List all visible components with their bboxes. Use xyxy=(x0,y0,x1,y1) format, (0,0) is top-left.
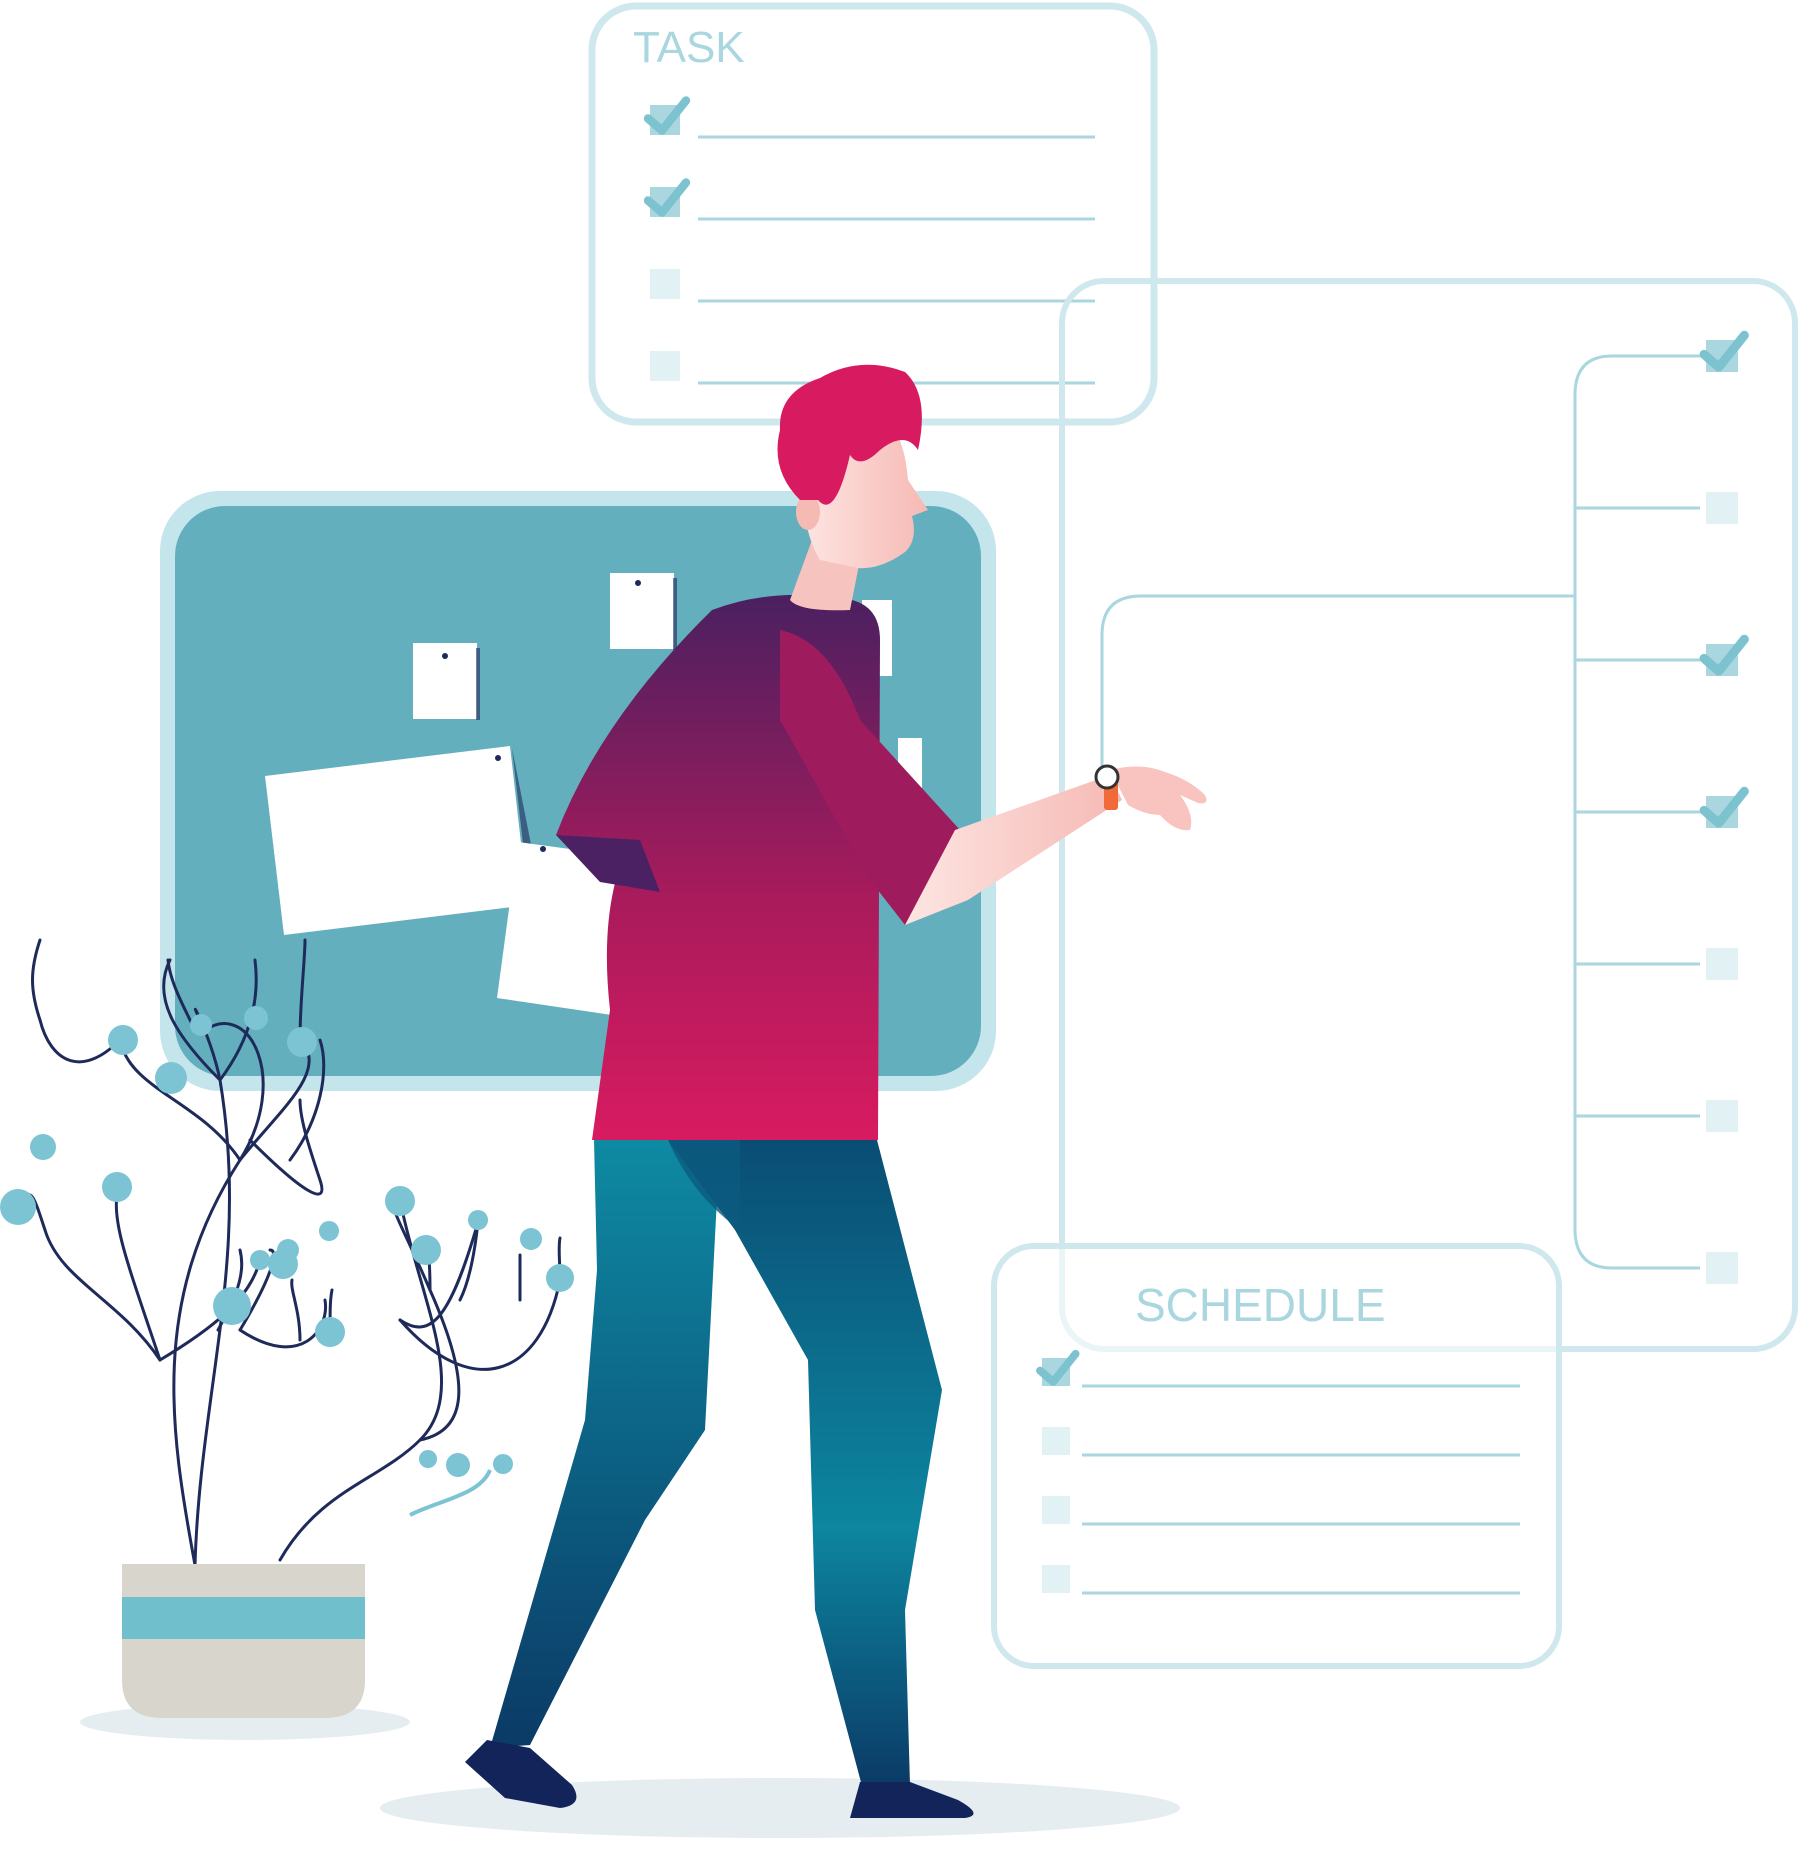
checked-box-icon xyxy=(1036,1349,1080,1386)
empty-checkbox-icon xyxy=(650,351,680,381)
person-walking xyxy=(465,364,1207,1818)
schedule-card-title: SCHEDULE xyxy=(1135,1279,1386,1331)
empty-checkbox-icon xyxy=(1706,1252,1738,1284)
empty-checkbox-icon xyxy=(650,269,680,299)
empty-checkbox-icon xyxy=(1706,1100,1738,1132)
person-hair xyxy=(777,364,922,505)
empty-checkbox-icon xyxy=(1042,1427,1070,1455)
checkmark-icon xyxy=(1036,1349,1080,1386)
person-leg-front xyxy=(668,1140,942,1786)
sticky-note xyxy=(265,746,538,935)
person-ear xyxy=(796,494,820,530)
plant-pot xyxy=(122,1564,365,1718)
flow-node xyxy=(1575,786,1749,828)
checked-box-icon xyxy=(643,178,691,217)
task-row xyxy=(643,96,1095,139)
task-row xyxy=(643,178,1095,221)
checked-box-icon xyxy=(1699,634,1749,676)
person-forearm xyxy=(905,775,1122,925)
task-card-title: TASK xyxy=(633,23,745,72)
person-hand xyxy=(1110,766,1207,831)
plant-pot-band xyxy=(122,1597,365,1639)
person-leg-back xyxy=(490,1140,720,1748)
schedule-row xyxy=(1036,1349,1520,1388)
potted-plant xyxy=(0,938,574,1718)
task-card: TASK xyxy=(588,2,1158,426)
empty-checkbox-icon xyxy=(1706,492,1738,524)
checkmark-icon xyxy=(1699,786,1749,828)
ground-shadow xyxy=(380,1778,1180,1838)
schedule-row xyxy=(1042,1565,1520,1595)
checkmark-icon xyxy=(643,178,691,217)
empty-checkbox-icon xyxy=(1042,1565,1070,1593)
flow-node xyxy=(1612,330,1749,372)
flow-connector xyxy=(1100,594,1575,774)
person-sleeve-front xyxy=(780,630,960,925)
flow-node xyxy=(1575,492,1738,524)
checkmark-icon xyxy=(643,96,691,135)
flow-node xyxy=(1575,948,1738,980)
sticky-note xyxy=(610,573,677,650)
checkmark-icon xyxy=(1699,330,1749,372)
person-arm-back xyxy=(556,835,660,892)
schedule-row xyxy=(1042,1427,1520,1457)
person-shoe-back xyxy=(465,1740,577,1808)
checked-box-icon xyxy=(1699,786,1749,828)
checked-box-icon xyxy=(643,96,691,135)
empty-checkbox-icon xyxy=(1042,1496,1070,1524)
schedule-card: SCHEDULE xyxy=(991,1243,1562,1669)
person-shoe-front xyxy=(850,1782,974,1818)
task-row xyxy=(650,269,1095,303)
plant-stem-light xyxy=(409,1469,492,1517)
empty-checkbox-icon xyxy=(1706,948,1738,980)
flow-node xyxy=(1575,1100,1738,1132)
checked-box-icon xyxy=(1699,330,1749,372)
flow-panel xyxy=(1059,278,1798,1352)
plant-buds xyxy=(0,1006,574,1477)
sticky-note xyxy=(413,643,480,720)
flow-node xyxy=(1575,634,1749,676)
wristwatch-icon xyxy=(1094,764,1120,810)
flow-node xyxy=(1612,1252,1738,1284)
checkmark-icon xyxy=(1699,634,1749,676)
schedule-row xyxy=(1042,1496,1520,1526)
